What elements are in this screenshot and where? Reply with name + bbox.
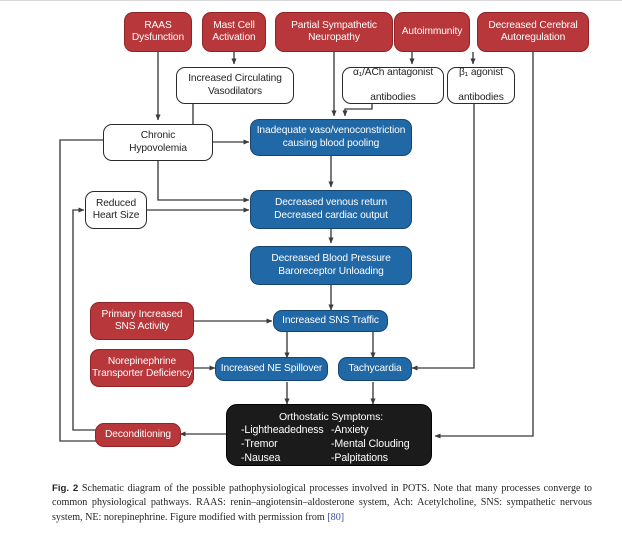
node-deconditioning-label: Deconditioning bbox=[105, 428, 171, 440]
node-chronic-hypovolemia-label: Chronic Hypovolemia bbox=[129, 130, 187, 154]
node-raas-dysfunction-label: RAAS Dysfunction bbox=[131, 19, 185, 43]
node-decreased-blood-pressure[interactable]: Decreased Blood Pressure Baroreceptor Un… bbox=[250, 246, 412, 285]
edge-beta-antibodies-to-tachycardia bbox=[411, 104, 475, 371]
node-norepinephrine-transporter-deficiency[interactable]: Norepinephrine Transporter Deficiency bbox=[90, 349, 194, 387]
node-partial-sympathetic-neuropathy[interactable]: Partial Sympathetic Neuropathy bbox=[275, 12, 393, 52]
pots-pathophysiology-diagram: RAAS Dysfunction Mast Cell Activation Pa… bbox=[59, 12, 589, 466]
orthostatic-symptoms-right-column: -Anxiety -Mental Clouding -Palpitations bbox=[331, 424, 421, 466]
node-mast-cell-activation-label: Mast Cell Activation bbox=[212, 19, 256, 43]
figure-caption-label: Fig. 2 bbox=[52, 483, 79, 494]
symptom-item: -Lightheadedness bbox=[241, 424, 324, 437]
node-increased-sns-traffic[interactable]: Increased SNS Traffic bbox=[273, 310, 388, 332]
node-increased-sns-traffic-label: Increased SNS Traffic bbox=[282, 314, 379, 326]
alpha1-antibodies-line2: antibodies bbox=[370, 91, 416, 103]
figure-caption: Fig. 2 Schematic diagram of the possible… bbox=[52, 482, 592, 525]
node-decreased-venous-return[interactable]: Decreased venous return Decreased cardia… bbox=[250, 190, 412, 229]
figure-caption-text: Schematic diagram of the possible pathop… bbox=[52, 483, 592, 523]
beta1-antibodies-line2: antibodies bbox=[458, 91, 504, 103]
node-autoimmunity-label: Autoimmunity bbox=[401, 25, 463, 37]
symptom-item: -Nausea bbox=[241, 452, 281, 465]
edge-hypovolemia-to-venous-return bbox=[157, 161, 250, 203]
node-primary-increased-sns-activity-label: Primary Increased SNS Activity bbox=[101, 308, 183, 332]
symptom-item: -Mental Clouding bbox=[331, 438, 410, 451]
alpha1-antibodies-line1: α₁/ACh antagonist bbox=[352, 67, 434, 79]
node-raas-dysfunction[interactable]: RAAS Dysfunction bbox=[124, 12, 192, 52]
edge-cerebral-autoregulation-to-symptoms bbox=[434, 52, 534, 439]
node-mast-cell-activation[interactable]: Mast Cell Activation bbox=[202, 12, 266, 52]
beta1-antibodies-line1: β₁ agonist bbox=[459, 67, 503, 79]
node-deconditioning[interactable]: Deconditioning bbox=[95, 423, 181, 447]
edge-alpha-antibodies-to-inadequate-vaso bbox=[342, 104, 373, 117]
node-decreased-venous-return-label: Decreased venous return Decreased cardia… bbox=[274, 197, 388, 221]
node-alpha1-ach-antagonist-antibodies-label: α₁/ACh antagonist antibodies bbox=[343, 67, 443, 103]
node-inadequate-vasoconstriction[interactable]: Inadequate vaso/venoconstriction causing… bbox=[250, 119, 412, 156]
node-decreased-cerebral-autoregulation-label: Decreased Cerebral Autoregulation bbox=[488, 19, 578, 43]
node-beta1-agonist-antibodies[interactable]: β₁ agonist antibodies bbox=[447, 67, 515, 104]
node-decreased-cerebral-autoregulation[interactable]: Decreased Cerebral Autoregulation bbox=[477, 12, 589, 52]
node-orthostatic-symptoms[interactable]: Orthostatic Symptoms: -Lightheadedness -… bbox=[226, 404, 432, 466]
node-primary-increased-sns-activity[interactable]: Primary Increased SNS Activity bbox=[90, 302, 194, 340]
node-reduced-heart-size-label: Reduced Heart Size bbox=[92, 197, 140, 221]
node-autoimmunity[interactable]: Autoimmunity bbox=[394, 12, 470, 52]
node-beta1-agonist-antibodies-label: β₁ agonist antibodies bbox=[448, 67, 514, 103]
node-increased-circulating-vasodilators-label: Increased Circulating Vasodilators bbox=[188, 73, 282, 97]
orthostatic-symptoms-left-column: -Lightheadedness -Tremor -Nausea bbox=[241, 424, 331, 466]
orthostatic-symptoms-title: Orthostatic Symptoms: bbox=[278, 411, 384, 423]
node-increased-circulating-vasodilators[interactable]: Increased Circulating Vasodilators bbox=[176, 67, 294, 104]
node-tachycardia[interactable]: Tachycardia bbox=[338, 357, 412, 381]
node-partial-sympathetic-neuropathy-label: Partial Sympathetic Neuropathy bbox=[291, 19, 377, 43]
connector-layer bbox=[59, 52, 534, 442]
node-norepinephrine-transporter-deficiency-label: Norepinephrine Transporter Deficiency bbox=[92, 355, 192, 379]
node-decreased-blood-pressure-label: Decreased Blood Pressure Baroreceptor Un… bbox=[271, 253, 391, 277]
edge-deconditioning-to-hypovolemia bbox=[59, 137, 119, 442]
node-reduced-heart-size[interactable]: Reduced Heart Size bbox=[85, 191, 147, 229]
node-chronic-hypovolemia[interactable]: Chronic Hypovolemia bbox=[103, 124, 213, 161]
node-alpha1-ach-antagonist-antibodies[interactable]: α₁/ACh antagonist antibodies bbox=[342, 67, 444, 104]
symptom-item: -Anxiety bbox=[331, 424, 369, 437]
edge-deconditioning-to-reduced-heart-size bbox=[72, 207, 100, 431]
symptom-item: -Palpitations bbox=[331, 452, 388, 465]
node-increased-ne-spillover-label: Increased NE Spillover bbox=[220, 362, 323, 374]
symptom-item: -Tremor bbox=[241, 438, 278, 451]
node-inadequate-vasoconstriction-label: Inadequate vaso/venoconstriction causing… bbox=[256, 125, 406, 149]
figure-caption-reference[interactable]: [80] bbox=[327, 511, 345, 523]
node-tachycardia-label: Tachycardia bbox=[348, 362, 402, 374]
page-top-rule bbox=[0, 0, 622, 1]
node-increased-ne-spillover[interactable]: Increased NE Spillover bbox=[215, 357, 328, 381]
